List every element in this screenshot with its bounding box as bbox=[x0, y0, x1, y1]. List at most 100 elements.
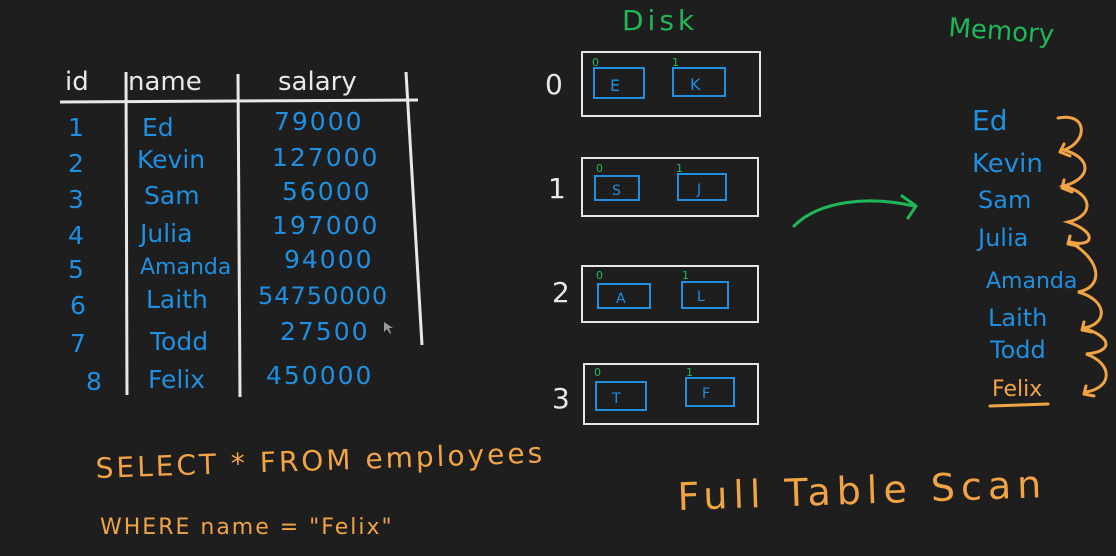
row-id: 1 bbox=[68, 113, 84, 142]
tuple-key: K bbox=[690, 75, 701, 94]
header-id: id bbox=[65, 67, 89, 97]
table-row: 3 Sam 56000 bbox=[68, 177, 372, 214]
disk-to-memory-arrow bbox=[792, 194, 918, 228]
tuple-key: L bbox=[697, 289, 705, 305]
tuple-key: J bbox=[696, 182, 701, 198]
scan-arrowhead-icon bbox=[1080, 320, 1094, 334]
tuple-box bbox=[677, 173, 727, 201]
row-salary: 127000 bbox=[272, 143, 379, 172]
slot-number: 0 bbox=[594, 366, 601, 379]
arrow-icon bbox=[792, 199, 916, 228]
slot-number: 1 bbox=[686, 366, 693, 379]
page-box bbox=[581, 265, 759, 323]
table-row: 4 Julia 197000 bbox=[68, 211, 379, 250]
memory-item-target: Felix bbox=[992, 377, 1042, 402]
table-row: 1 Ed 79000 bbox=[68, 107, 364, 142]
tuple-key: T bbox=[611, 391, 621, 407]
target-underline bbox=[988, 402, 1050, 408]
disk-page: 1 0 S 1 J bbox=[548, 157, 759, 217]
page-box bbox=[581, 51, 761, 117]
page-index: 0 bbox=[545, 68, 563, 101]
table-row: 2 Kevin 127000 bbox=[68, 143, 379, 178]
row-id: 2 bbox=[68, 149, 84, 178]
caption-full-table-scan: Full Table Scan bbox=[677, 462, 1048, 519]
row-name: Kevin bbox=[137, 145, 205, 174]
slot-number: 1 bbox=[676, 162, 683, 175]
tuple-box bbox=[593, 67, 645, 99]
page-index: 3 bbox=[552, 382, 570, 415]
row-id: 7 bbox=[70, 329, 86, 358]
memory-section: Memory Ed Kevin Sam Julia Amanda Laith T… bbox=[948, 13, 1108, 408]
slot-number: 0 bbox=[596, 269, 603, 282]
query-line-where: WHERE name = "Felix" bbox=[100, 515, 394, 540]
row-salary: 79000 bbox=[274, 107, 364, 136]
row-name: Amanda bbox=[140, 255, 231, 280]
memory-item: Sam bbox=[978, 186, 1031, 214]
tuple-box bbox=[595, 381, 647, 411]
row-salary: 56000 bbox=[282, 177, 372, 206]
page-box bbox=[581, 157, 759, 217]
slot-number: 1 bbox=[682, 269, 689, 282]
scan-arrowhead-icon bbox=[1058, 142, 1072, 158]
row-id: 4 bbox=[68, 221, 84, 250]
scan-path-icon bbox=[1056, 115, 1108, 394]
scan-arrowhead-icon bbox=[1060, 178, 1074, 194]
slot-number: 0 bbox=[592, 56, 599, 69]
table-right-border bbox=[404, 71, 424, 346]
disk-page: 3 0 T 1 F bbox=[552, 363, 759, 425]
row-salary: 94000 bbox=[284, 245, 374, 274]
table-row: 7 Todd 27500 bbox=[70, 317, 370, 358]
tuple-box bbox=[597, 283, 651, 309]
row-id: 8 bbox=[86, 367, 102, 396]
tuple-box bbox=[685, 377, 735, 407]
employees-table: id name salary 1 Ed 79000 2 Kevin 127000… bbox=[59, 67, 424, 398]
row-name: Laith bbox=[146, 285, 208, 314]
tuple-box bbox=[594, 175, 640, 201]
tuple-key: F bbox=[702, 386, 710, 402]
tuple-box bbox=[672, 67, 726, 97]
row-id: 6 bbox=[70, 291, 86, 320]
tuple-key: A bbox=[616, 291, 626, 307]
page-box bbox=[583, 363, 759, 425]
tuple-key: E bbox=[610, 76, 620, 95]
disk-title: Disk bbox=[622, 4, 698, 37]
memory-item: Todd bbox=[989, 336, 1046, 364]
memory-item: Amanda bbox=[986, 269, 1077, 294]
arrowhead-icon bbox=[900, 194, 918, 220]
disk-page: 2 0 A 1 L bbox=[552, 265, 759, 323]
row-id: 3 bbox=[68, 185, 84, 214]
header-salary: salary bbox=[278, 67, 357, 97]
tuple-box bbox=[681, 281, 729, 309]
row-name: Julia bbox=[138, 219, 192, 248]
row-salary: 197000 bbox=[272, 211, 379, 240]
scan-arrowhead-icon bbox=[1066, 234, 1080, 248]
table-row: 8 Felix 450000 bbox=[86, 361, 373, 396]
disk-page: 0 0 E 1 K bbox=[545, 51, 761, 117]
slot-number: 0 bbox=[596, 162, 603, 175]
query-line-select: SELECT * FROM employees bbox=[95, 436, 546, 485]
row-salary: 27500 bbox=[280, 317, 370, 346]
tuple-key: S bbox=[612, 183, 621, 199]
row-id: 5 bbox=[68, 255, 84, 284]
row-name: Sam bbox=[144, 181, 200, 210]
header-name: name bbox=[128, 67, 202, 97]
memory-title: Memory bbox=[948, 13, 1056, 50]
table-row: 5 Amanda 94000 bbox=[68, 245, 374, 284]
row-salary: 54750000 bbox=[258, 282, 388, 310]
scan-arrowhead-icon bbox=[1082, 384, 1096, 398]
row-name: Ed bbox=[142, 113, 174, 142]
row-salary: 450000 bbox=[266, 361, 373, 390]
disk-section: Disk 0 0 E 1 K 1 0 S 1 J 2 0 A 1 bbox=[545, 4, 761, 425]
page-index: 1 bbox=[548, 172, 566, 205]
table-divider-name-salary bbox=[236, 73, 242, 398]
table-row: 6 Laith 54750000 bbox=[70, 282, 388, 320]
memory-item: Laith bbox=[988, 304, 1047, 332]
row-name: Felix bbox=[148, 365, 205, 394]
memory-item: Kevin bbox=[972, 149, 1043, 179]
slot-number: 1 bbox=[672, 56, 679, 69]
page-index: 2 bbox=[552, 276, 570, 309]
cursor-icon bbox=[384, 322, 393, 334]
row-name: Todd bbox=[149, 327, 208, 356]
table-divider-id-name bbox=[124, 71, 129, 396]
